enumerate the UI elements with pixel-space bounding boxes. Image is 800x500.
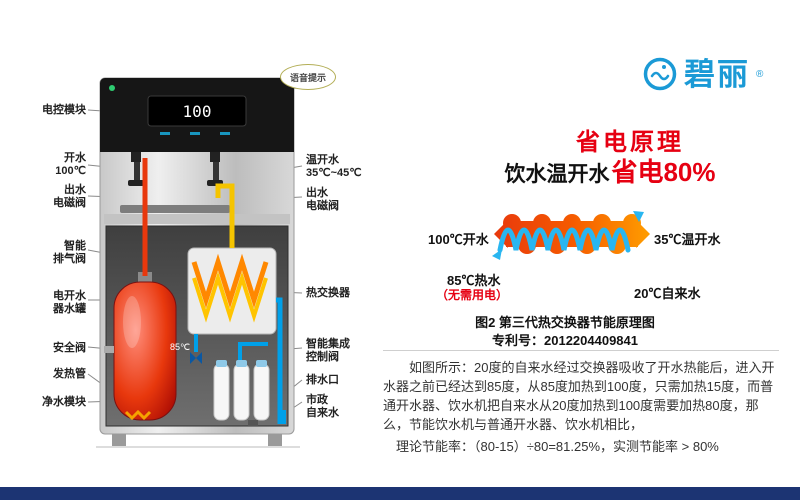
control-panel: 100 <box>100 78 294 152</box>
heat-exchanger-box <box>187 247 277 335</box>
filter-cartridges <box>213 360 270 421</box>
control-valve <box>190 352 202 364</box>
drain-outlet <box>248 420 258 426</box>
power-indicator <box>109 85 115 91</box>
subtitle-red: 省电80% <box>611 157 716 187</box>
energy-saving-formula: 理论节能率：（80-15）÷80=81.25%，实测节能率 > 80% <box>396 439 719 454</box>
footer-bar <box>0 487 800 500</box>
subtitle-black: 饮水温开水 <box>504 163 610 186</box>
label-integrated-control-valve: 智能集成 控制阀 <box>306 338 350 364</box>
drip-tray <box>120 205 230 213</box>
pipes <box>142 158 283 424</box>
heating-tube <box>124 409 152 421</box>
pipe-cold-blue <box>276 297 283 424</box>
temp-85-marker: 85℃ <box>170 342 190 352</box>
label-outlet-valve-right: 出水 电磁阀 <box>306 187 339 213</box>
pipe-warm-yellow <box>215 183 235 248</box>
label-heating-tube: 发热管 <box>53 368 86 380</box>
label-safety-valve: 安全阀 <box>53 342 86 354</box>
label-warm-water: 温开水 35℃~45℃ <box>306 154 362 180</box>
brand-name: 碧丽 <box>684 56 750 92</box>
heat-exchanger-graphic <box>492 204 652 269</box>
counter-edge <box>104 214 290 224</box>
label-100c-hot-in: 100℃开水 <box>428 232 489 247</box>
voice-prompt-bubble: 语音提示 <box>280 64 336 90</box>
label-drain-outlet: 排水口 <box>306 374 339 386</box>
brand-logo: 碧丽 ® <box>642 56 763 92</box>
label-control-module: 电控模块 <box>42 104 86 116</box>
foot-right <box>268 434 282 446</box>
machine-cabinet: 100 <box>96 77 300 448</box>
cold-in-arrow <box>633 211 644 222</box>
label-boiling-water: 开水 100℃ <box>55 152 86 178</box>
hot-water-tank <box>104 272 177 421</box>
foot-left <box>112 434 126 446</box>
label-smart-exhaust-valve: 智能 排气阀 <box>53 240 86 266</box>
label-35c-warm-out: 35℃温开水 <box>654 232 721 247</box>
figure-caption: 图2 第三代热交换器节能原理图 <box>475 315 655 330</box>
explanation-block: 如图所示：20度的自来水经过交换器吸收了开水热能后，进入开水器之前已经达到85度… <box>383 350 779 456</box>
label-purifier-module: 净水模块 <box>42 396 86 408</box>
safety-valve-fitting <box>104 346 114 353</box>
pipe-filter-blue <box>238 342 268 362</box>
brand-wave-icon <box>643 57 677 91</box>
label-20c-cold-in: 20℃自来水 <box>634 286 701 301</box>
label-tap-water: 市政 自来水 <box>306 394 339 420</box>
label-outlet-valve-left: 出水 电磁阀 <box>53 184 86 210</box>
tap-water-inlet <box>278 410 286 424</box>
section-subtitle: 饮水温开水 省电80% <box>430 152 790 189</box>
patent-number: 专利号：2012204409841 <box>492 333 638 348</box>
label-boiler-tank: 电开水 器水罐 <box>53 290 86 316</box>
label-no-power-note: （无需用电） <box>436 288 509 302</box>
cold-water-coil <box>497 227 631 253</box>
label-85c-hot-out: 85℃热水 <box>447 273 501 288</box>
machine-diagram: 100 <box>87 77 303 448</box>
display-screen <box>147 95 247 127</box>
section-title: 省电原理 <box>576 129 684 156</box>
cold-out-arrow <box>492 249 502 260</box>
explanation-paragraph: 如图所示：20度的自来水经过交换器吸收了开水热能后，进入开水器之前已经达到85度… <box>383 360 775 432</box>
registered-mark: ® <box>756 68 764 80</box>
display-temperature: 100 <box>183 102 212 121</box>
faucet-hot <box>128 152 144 186</box>
label-heat-exchanger: 热交换器 <box>306 287 350 299</box>
